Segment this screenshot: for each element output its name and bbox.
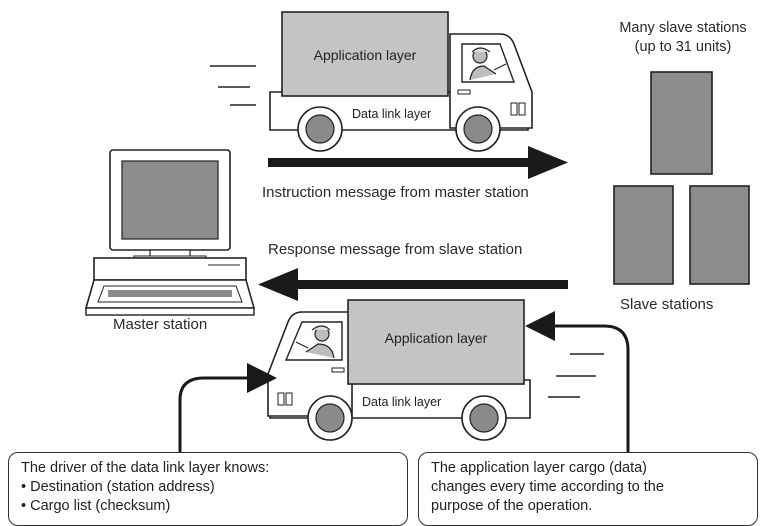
truck-top-speed-lines — [210, 65, 256, 106]
slave-stations-title-line2: (up to 31 units) — [634, 39, 732, 55]
right-callout-arrow — [525, 311, 630, 452]
right-note-line: changes every time according to the — [431, 479, 664, 495]
right-note-line: The application layer cargo (data) — [431, 460, 648, 476]
slave-station-box — [650, 71, 713, 175]
truck-top — [210, 11, 533, 152]
response-message-label: Response message from slave station — [268, 241, 523, 258]
truck-top-data-link-label: Data link layer — [352, 107, 432, 121]
left-note-item: • Cargo list (checksum) — [21, 498, 171, 514]
truck-top-wheels — [297, 106, 501, 152]
truck-bottom-data-link-label: Data link layer — [362, 395, 442, 409]
truck-bottom-speed-lines — [548, 353, 604, 398]
left-note-box: The driver of the data link layer knows:… — [8, 452, 408, 526]
right-note-line: purpose of the operation. — [431, 498, 593, 514]
right-note-box: The application layer cargo (data) chang… — [418, 452, 758, 526]
left-callout-arrow — [178, 363, 277, 452]
master-station-computer — [84, 149, 256, 316]
left-note-item: • Destination (station address) — [21, 479, 215, 495]
instruction-arrow — [268, 146, 568, 179]
truck-top-cargo-label: Application layer — [313, 47, 417, 63]
truck-top-cargo-box — [281, 11, 449, 97]
truck-bottom-cargo-label: Application layer — [384, 330, 488, 346]
truck-bottom-cargo-box — [347, 299, 525, 385]
master-station-label: Master station — [113, 316, 208, 333]
slave-station-box — [613, 185, 674, 285]
truck-bottom-driver-icon — [295, 325, 335, 359]
slave-stations-title-line1: Many slave stations — [619, 20, 747, 36]
slave-stations-label: Slave stations — [620, 296, 714, 313]
response-arrow — [258, 268, 568, 301]
instruction-message-label: Instruction message from master station — [262, 184, 529, 201]
truck-top-driver-icon — [469, 47, 507, 81]
slave-station-box — [689, 185, 750, 285]
truck-bottom — [267, 299, 604, 441]
left-note-title: The driver of the data link layer knows: — [21, 460, 270, 476]
truck-bottom-wheels — [307, 395, 507, 441]
slave-stations-title: Many slave stations (up to 31 units) — [604, 19, 762, 57]
slave-stations — [613, 71, 750, 285]
